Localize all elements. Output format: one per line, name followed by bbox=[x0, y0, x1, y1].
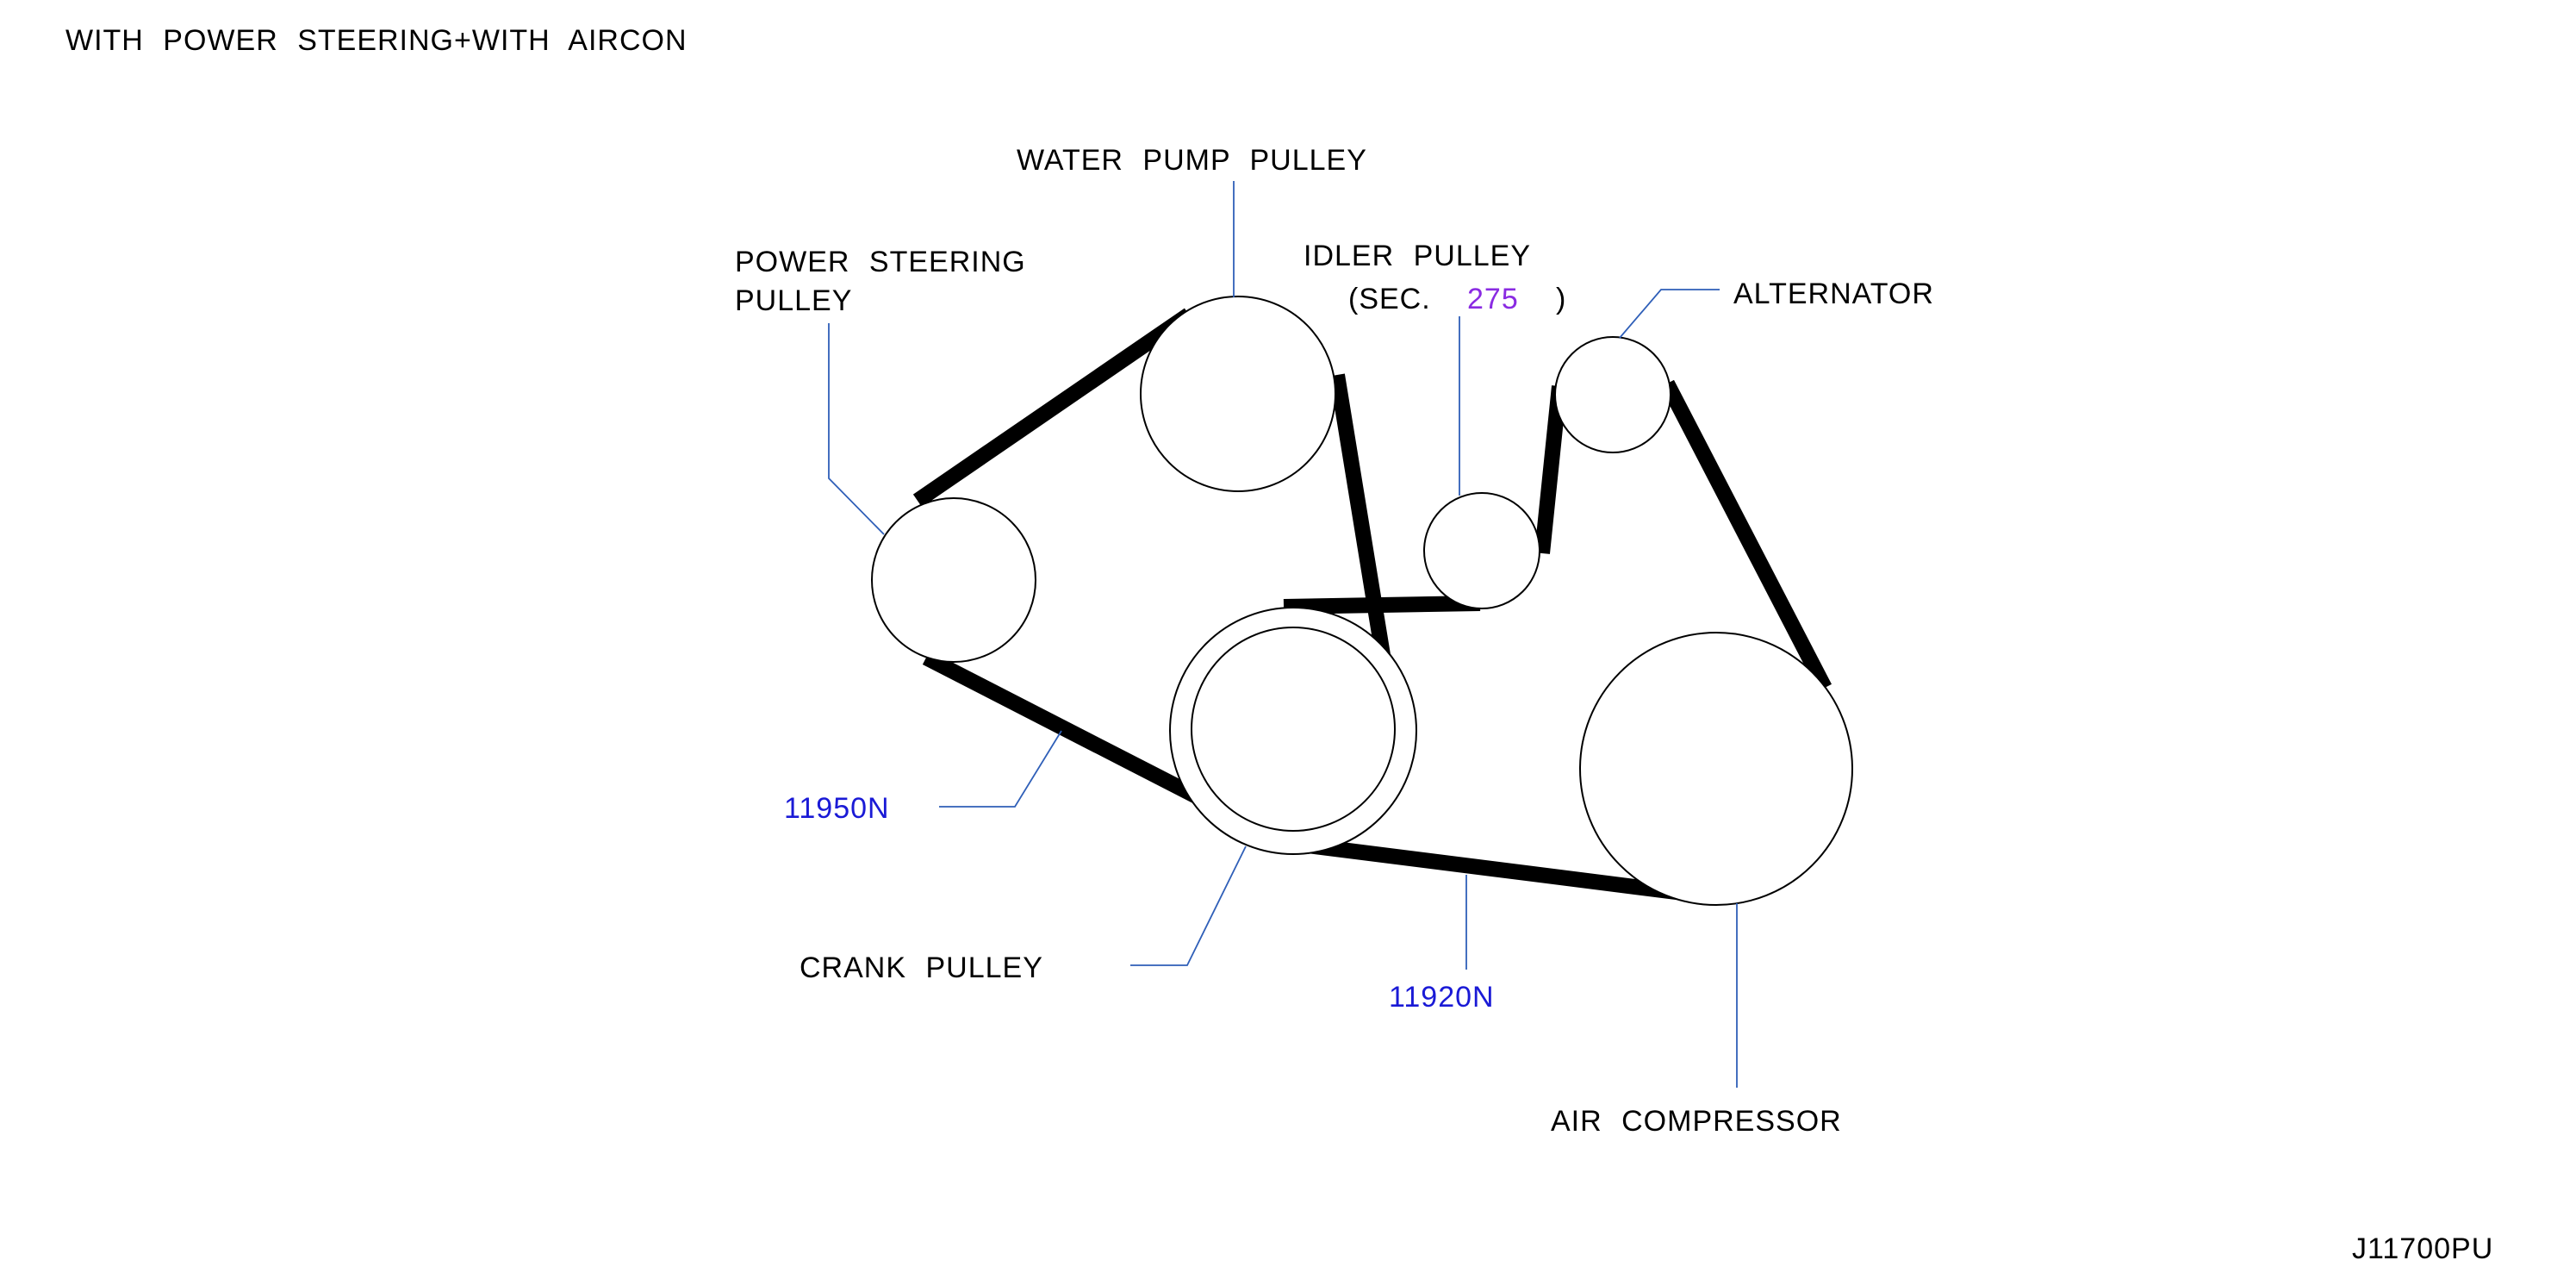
power-steering-pulley-label-line2: PULLEY bbox=[735, 284, 852, 317]
water-pump-pulley bbox=[1140, 296, 1336, 492]
water-pump-pulley-label: WATER PUMP PULLEY bbox=[1017, 144, 1367, 177]
air-compressor-label: AIR COMPRESSOR bbox=[1551, 1105, 1842, 1138]
part-number-11950n[interactable]: 11950N bbox=[784, 792, 890, 825]
idler-section-prefix: (SEC. bbox=[1348, 283, 1431, 315]
belt-segment-alternator-to-compressor bbox=[1660, 379, 1832, 692]
idler-section-suffix: ) bbox=[1556, 283, 1566, 315]
belt-segment-idler-to-alternator bbox=[1534, 385, 1567, 554]
leader-alternator bbox=[1619, 289, 1720, 339]
belt-segment-compressor-to-crank bbox=[1292, 836, 1712, 904]
idler-pulley-label: IDLER PULLEY bbox=[1304, 240, 1531, 272]
belt-segment-crank-to-idler bbox=[1283, 596, 1481, 615]
crank-pulley bbox=[1169, 607, 1417, 855]
air-compressor-pulley bbox=[1579, 632, 1853, 906]
idler-section-link[interactable]: 275 bbox=[1467, 283, 1519, 315]
leader-power-steering bbox=[828, 323, 885, 535]
leader-11950n bbox=[939, 730, 1062, 808]
part-number-11920n[interactable]: 11920N bbox=[1389, 981, 1495, 1014]
alternator-pulley bbox=[1554, 336, 1671, 453]
figure-code: J11700PU bbox=[2352, 1232, 2493, 1265]
idler-pulley bbox=[1423, 492, 1540, 609]
leader-crank bbox=[1130, 845, 1247, 966]
belt-segment-ps-to-waterpump bbox=[912, 308, 1194, 508]
belt-11920n bbox=[1283, 379, 1832, 904]
alternator-label: ALTERNATOR bbox=[1733, 278, 1934, 310]
diagram-title: WITH POWER STEERING+WITH AIRCON bbox=[65, 24, 688, 57]
power-steering-pulley-label-line1: POWER STEERING bbox=[735, 246, 1026, 278]
crank-pulley-inner bbox=[1191, 627, 1396, 832]
power-steering-pulley bbox=[871, 497, 1036, 663]
leader-lines bbox=[828, 181, 1738, 1088]
crank-pulley-label: CRANK PULLEY bbox=[800, 951, 1043, 984]
